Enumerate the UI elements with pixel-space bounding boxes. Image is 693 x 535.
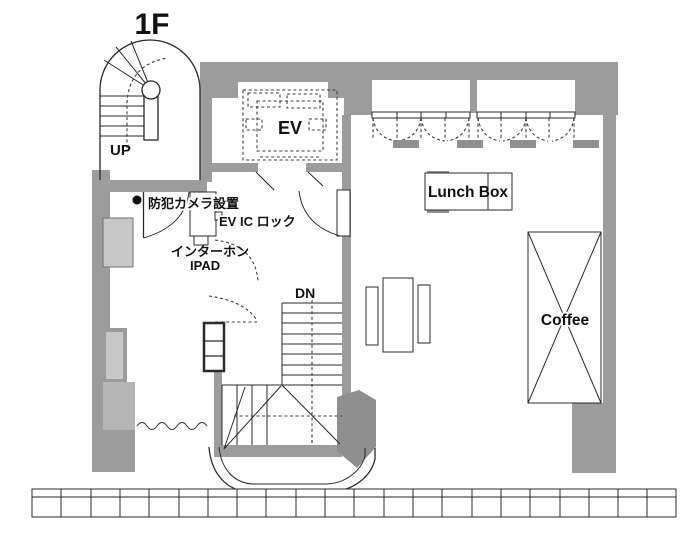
ev-ic-lock-label: EV IC ロック	[219, 214, 296, 229]
casement-swings-b	[477, 117, 575, 142]
security-camera-label: 防犯カメラ設置	[148, 196, 239, 211]
wall-west-bottom-block	[92, 430, 135, 472]
wall-top-right-block	[575, 62, 618, 115]
casement-jambs-a	[372, 118, 470, 139]
lunch-box-table	[424, 172, 513, 211]
stair-center-post	[141, 80, 161, 100]
heater-1	[393, 140, 419, 148]
lunch-box-label: Lunch Box	[428, 184, 508, 201]
wall-stair-west-thin	[214, 330, 222, 447]
coffee-station: Coffee	[527, 231, 602, 404]
elevator-shaft-outline	[242, 89, 338, 161]
elevator-equipment-right	[286, 93, 321, 109]
casement-swings-a	[372, 117, 470, 142]
elevator-rail-left	[245, 118, 263, 131]
wall-top-left-band	[200, 62, 368, 82]
entry-hall: 防犯カメラ設置 EV IC ロック インターホン IPAD	[132, 191, 297, 323]
ipad-label: IPAD	[190, 258, 220, 273]
ic-lock-reader	[214, 211, 223, 221]
counter	[103, 382, 135, 430]
stair-treads	[100, 95, 147, 137]
shoe-shelf-dividers	[204, 340, 224, 357]
main-door-leaf	[336, 189, 351, 237]
wall-room-west	[342, 115, 351, 403]
wall-ev-right-stub	[328, 82, 345, 98]
wall-east-bottom-column	[572, 403, 616, 473]
main-room-door	[298, 189, 351, 237]
chair-right	[417, 284, 431, 344]
cabinet-framed	[102, 328, 127, 383]
dining-table	[382, 277, 414, 353]
elevator-equipment-left	[247, 92, 281, 108]
elevator-label: EV	[278, 118, 302, 138]
wall-ev-sill-right	[306, 163, 343, 172]
floor-title: 1F	[134, 8, 169, 41]
dn-walk-line	[234, 300, 342, 445]
wall-east	[603, 115, 616, 403]
chair-left	[365, 286, 379, 346]
sidewalk-tiles	[31, 488, 677, 518]
heater-2	[457, 140, 483, 148]
heater-3	[510, 140, 536, 148]
bay-inner-curve	[218, 446, 366, 485]
wall-window-mullion	[470, 80, 477, 113]
dining-set	[365, 277, 431, 353]
shoe-shelf	[202, 321, 226, 373]
security-gate-swing-1	[214, 239, 259, 282]
stair-winder-lines	[103, 40, 152, 91]
elevator-car-outline	[256, 100, 324, 152]
spiral-staircase: UP	[99, 39, 201, 180]
intercom-label: インターホン	[171, 244, 249, 259]
stair-walk-line	[126, 57, 169, 148]
main-door-swing	[298, 190, 341, 237]
wall-ev-sill-left	[212, 163, 258, 172]
wall-below-spiral-stairs	[92, 180, 207, 192]
up-label: UP	[110, 142, 131, 159]
wall-ev-left-stub	[200, 82, 238, 98]
casement-jambs-b	[477, 118, 575, 139]
dn-label: DN	[295, 285, 315, 301]
cabinet-upper	[102, 217, 134, 268]
window-band	[371, 111, 599, 148]
entry-door-swing	[143, 191, 190, 239]
elevator-lobby-splays	[255, 171, 324, 191]
heaters	[393, 140, 599, 148]
stair-enclosure	[99, 39, 201, 180]
wall-block-northwest-of-room	[344, 62, 372, 115]
window-frame-b-ticks	[500, 112, 551, 118]
heater-4	[573, 140, 599, 148]
tile-joints	[60, 489, 648, 517]
window-frame-a-ticks	[396, 112, 447, 118]
elevator: EV	[242, 89, 338, 191]
west-fixtures	[102, 217, 226, 430]
lunch-box-counter: Lunch Box	[424, 171, 513, 213]
wall-entry-west	[200, 98, 212, 182]
elevator-rail-right	[308, 118, 327, 131]
security-camera-dot	[132, 195, 142, 205]
coffee-cross	[527, 231, 602, 404]
security-gate-swing-2	[208, 295, 257, 320]
wall-stair-bottom-band	[214, 445, 342, 457]
break-line	[136, 422, 208, 430]
intercom-panel-base	[193, 235, 209, 246]
coffee-label: Coffee	[541, 312, 590, 329]
winder-treads	[236, 385, 268, 445]
winder-diagonals	[223, 384, 341, 450]
wall-top-right-band	[372, 62, 612, 80]
dn-staircase: DN	[221, 285, 342, 450]
wall-entry-pier	[337, 390, 376, 468]
